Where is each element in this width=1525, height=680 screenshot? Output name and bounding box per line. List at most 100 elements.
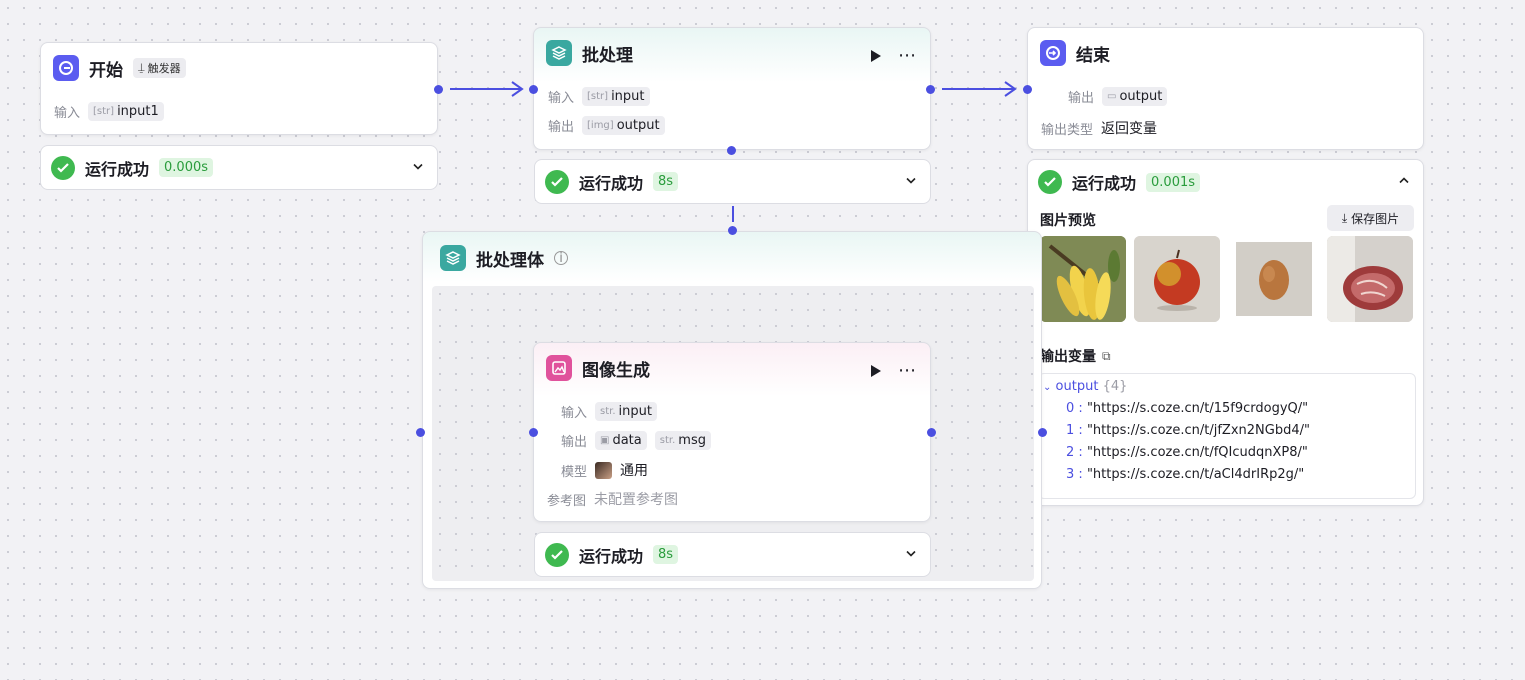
caret-down-icon: ⌄ [1043, 382, 1052, 393]
image-thumbnail-meat[interactable] [1327, 236, 1413, 322]
image-gen-input-port[interactable] [529, 428, 538, 437]
chevron-down-icon[interactable] [904, 172, 918, 191]
image-gen-model-value: 通用 [620, 463, 649, 479]
image-gen-status-bar[interactable]: 运行成功 8s [534, 532, 931, 577]
more-icon[interactable]: ⋯ [898, 45, 916, 66]
more-icon[interactable]: ⋯ [898, 360, 916, 381]
end-node-header: 结束 [1040, 40, 1110, 66]
image-thumbnail-egg[interactable] [1236, 242, 1312, 316]
start-node[interactable]: 开始 ⍊ 触发器 输入 [str] input1 [40, 42, 438, 135]
end-output-name: output [1119, 89, 1163, 104]
json-item-value: "https://s.coze.cn/t/15f9crdogyQ/" [1086, 401, 1309, 416]
batch-body-header: 批处理体 i [440, 245, 568, 271]
image-gen-status-text: 运行成功 [579, 546, 644, 566]
json-item-index: 3 : [1066, 467, 1083, 482]
end-status-text: 运行成功 [1072, 174, 1137, 193]
copy-icon[interactable]: ⧉ [1102, 348, 1111, 363]
start-input-label: 输入 [54, 106, 81, 121]
output-json-box: ⌄ output {4} 0 : "https://s.coze.cn/t/15… [1038, 373, 1416, 499]
image-gen-ref-label: 参考图 [547, 493, 587, 509]
image-type-icon: ▣ [600, 435, 610, 446]
layers-icon [546, 40, 572, 66]
batch-output-port[interactable] [926, 85, 935, 94]
batch-output-label: 输出 [548, 120, 575, 135]
image-thumbnail-banana[interactable] [1040, 236, 1126, 322]
image-list-type-icon: ▭ [1107, 91, 1117, 102]
chevron-up-icon[interactable] [1397, 173, 1411, 192]
chevron-down-icon[interactable] [411, 158, 425, 177]
batch-output-tag[interactable]: [img] output [582, 116, 665, 135]
download-icon: ⤓ [1341, 210, 1348, 225]
batch-duration-badge: 8s [653, 172, 679, 191]
json-item: 0 : "https://s.coze.cn/t/15f9crdogyQ/" [1066, 401, 1308, 416]
save-image-button[interactable]: ⤓ 保存图片 [1327, 205, 1414, 231]
batch-input-tag[interactable]: [str] input [582, 87, 650, 106]
end-output-label: 输出 [1068, 91, 1095, 106]
success-check-icon [545, 169, 569, 194]
batch-node[interactable]: 批处理 ⋯ 输入 [str] input 输出 [img] output [533, 27, 931, 150]
start-status-bar[interactable]: 运行成功 0.000s [40, 145, 438, 190]
json-root-count: {4} [1102, 379, 1128, 394]
start-input-tag[interactable]: [str] input1 [88, 102, 164, 121]
batch-output-name: output [616, 118, 660, 133]
str-type-icon: [str] [93, 106, 115, 117]
json-item-index: 0 : [1066, 401, 1083, 416]
json-item-index: 1 : [1066, 423, 1083, 438]
json-item: 1 : "https://s.coze.cn/t/jfZxn2NGbd4/" [1066, 423, 1310, 438]
image-list-type-icon: [img] [587, 120, 614, 131]
json-item-value: "https://s.coze.cn/t/jfZxn2NGbd4/" [1086, 423, 1310, 438]
json-item-value: "https://s.coze.cn/t/fQIcudqnXP8/" [1086, 445, 1308, 460]
start-output-port[interactable] [434, 85, 443, 94]
batch-node-title: 批处理 [582, 45, 633, 66]
output-var-header: 输出变量 ⧉ [1040, 346, 1111, 366]
image-gen-icon [546, 355, 572, 381]
image-thumbnail-apple[interactable] [1134, 236, 1220, 322]
image-gen-output-msg-name: msg [678, 433, 706, 448]
image-gen-model-label: 模型 [561, 464, 588, 480]
image-gen-input-tag[interactable]: str. input [595, 402, 657, 421]
end-node-title: 结束 [1076, 45, 1110, 66]
start-icon [53, 55, 79, 81]
image-gen-input-row: 输入 str. input [561, 402, 657, 421]
start-duration-badge: 0.000s [159, 158, 214, 177]
end-output-tag[interactable]: ▭ output [1102, 87, 1168, 106]
save-image-label: 保存图片 [1351, 211, 1400, 226]
batch-status-bar[interactable]: 运行成功 8s [534, 159, 931, 204]
batch-body-input-port[interactable] [416, 428, 425, 437]
run-button[interactable] [868, 363, 884, 379]
image-gen-output-row: 输出 ▣ data str. msg [561, 431, 711, 450]
batch-input-port[interactable] [529, 85, 538, 94]
end-input-port[interactable] [1023, 85, 1032, 94]
end-icon [1040, 40, 1066, 66]
json-root-key: output [1055, 379, 1099, 394]
image-gen-output-msg-tag[interactable]: str. msg [654, 431, 711, 450]
batch-body-title: 批处理体 [476, 250, 544, 271]
batch-body-output-port[interactable] [1038, 428, 1047, 437]
end-status-row[interactable]: 运行成功 0.001s [1038, 170, 1201, 194]
end-output-row: 输出 ▭ output [1068, 87, 1168, 106]
image-gen-output-port[interactable] [927, 428, 936, 437]
output-var-label: 输出变量 [1040, 349, 1096, 365]
batch-body-top-port[interactable] [728, 226, 737, 235]
image-gen-ref-value: 未配置参考图 [594, 492, 679, 508]
batch-body-port[interactable] [727, 146, 736, 155]
success-check-icon [51, 155, 75, 180]
image-gen-input-name: input [618, 404, 652, 419]
image-gen-node[interactable]: 图像生成 ⋯ 输入 str. input 输出 ▣ data str. msg … [533, 342, 931, 522]
success-check-icon [545, 542, 569, 567]
info-icon[interactable]: i [554, 251, 568, 266]
trigger-badge[interactable]: ⍊ 触发器 [133, 58, 186, 78]
run-button[interactable] [868, 48, 884, 64]
start-input-row: 输入 [str] input1 [54, 102, 164, 121]
end-duration-badge: 0.001s [1146, 172, 1201, 192]
end-node[interactable]: 结束 输出 ▭ output 输出类型 返回变量 [1027, 27, 1424, 150]
json-root-line[interactable]: ⌄ output {4} [1043, 379, 1127, 394]
batch-input-row: 输入 [str] input [548, 87, 650, 106]
image-gen-output-data-tag[interactable]: ▣ data [595, 431, 647, 450]
chevron-down-icon[interactable] [904, 545, 918, 564]
str-type-icon: str. [600, 406, 616, 417]
end-output-type-label: 输出类型 [1041, 122, 1094, 138]
batch-status-text: 运行成功 [579, 173, 644, 193]
trigger-badge-label: 触发器 [147, 62, 181, 75]
image-preview-label: 图片预览 [1040, 213, 1096, 229]
